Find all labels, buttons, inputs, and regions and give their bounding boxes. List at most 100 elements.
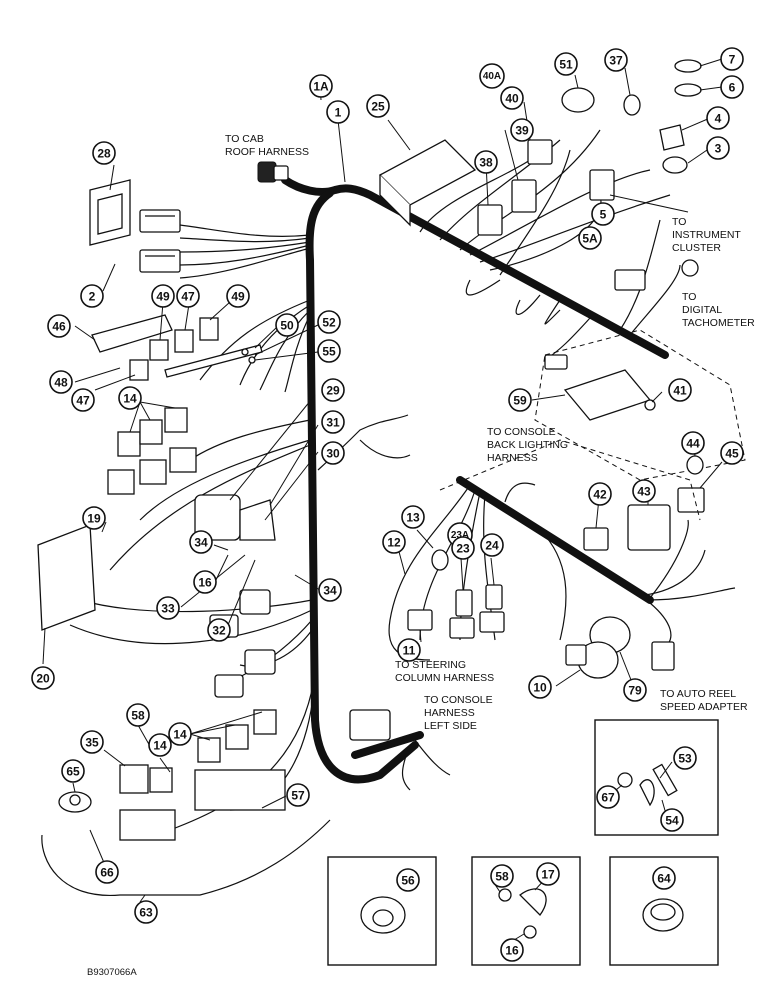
callout-label: 31 <box>326 416 340 430</box>
callout-label: 10 <box>533 681 547 695</box>
callout-50: 50 <box>275 313 299 337</box>
dashed-group-59 <box>534 329 746 481</box>
callout-label: 16 <box>505 944 519 958</box>
svg-text:HARNESS: HARNESS <box>424 707 475 719</box>
callout-66: 66 <box>95 860 119 884</box>
detail-box-53 <box>594 719 719 836</box>
callout-34: 34 <box>189 530 213 554</box>
callout-38: 38 <box>474 150 498 174</box>
callout-label: 41 <box>673 384 687 398</box>
callout-29: 29 <box>321 378 345 402</box>
callout-14: 14 <box>148 733 172 757</box>
solenoid-29 <box>194 494 276 541</box>
callout-13: 13 <box>401 505 425 529</box>
callout-label: 66 <box>100 866 114 880</box>
callout-label: 40A <box>483 71 501 82</box>
callout-label: 14 <box>123 392 137 406</box>
rocker-switches <box>477 139 615 236</box>
callout-65: 65 <box>61 759 85 783</box>
callout-label: 3 <box>715 142 722 156</box>
auto-reel-connector <box>651 641 675 671</box>
svg-text:BACK LIGHTING: BACK LIGHTING <box>487 439 568 451</box>
callout-35: 35 <box>80 730 104 754</box>
callout-47: 47 <box>71 388 95 412</box>
callout-label: 47 <box>76 394 90 408</box>
callout-43: 43 <box>632 479 656 503</box>
callout-63: 63 <box>134 900 158 924</box>
callout-5a: 5A <box>578 226 602 250</box>
callout-label: 79 <box>628 684 642 698</box>
callout-34: 34 <box>318 578 342 602</box>
callout-label: 1 <box>335 106 342 120</box>
callout-14: 14 <box>118 386 142 410</box>
callout-label: 65 <box>66 765 80 779</box>
callout-14: 14 <box>168 722 192 746</box>
callout-label: 40 <box>505 92 519 106</box>
svg-text:TO STEERING: TO STEERING <box>395 659 466 671</box>
callout-label: 7 <box>729 53 736 67</box>
callout-label: 58 <box>495 870 509 884</box>
callout-label: 34 <box>194 536 208 550</box>
callout-label: 25 <box>371 100 385 114</box>
circuit-breaker-bar-46 <box>91 314 173 353</box>
callout-55: 55 <box>317 339 341 363</box>
callout-label: 23 <box>456 542 470 556</box>
svg-text:TO AUTO REEL: TO AUTO REEL <box>660 688 736 700</box>
svg-text:TO: TO <box>672 216 686 228</box>
callout-48: 48 <box>49 370 73 394</box>
callout-4: 4 <box>706 106 730 130</box>
control-module-20 <box>37 524 96 631</box>
label-instrument-cluster: TO INSTRUMENT CLUSTER <box>672 216 741 254</box>
svg-text:ROOF HARNESS: ROOF HARNESS <box>225 146 309 158</box>
callout-label: 63 <box>139 906 153 920</box>
callout-label: 64 <box>657 872 671 886</box>
callout-label: 32 <box>212 624 226 638</box>
callout-label: 17 <box>541 868 555 882</box>
callout-label: 46 <box>52 320 66 334</box>
callout-6: 6 <box>720 75 744 99</box>
callout-label: 30 <box>326 447 340 461</box>
callout-label: 67 <box>601 791 615 805</box>
callout-79: 79 <box>623 678 647 702</box>
callout-label: 44 <box>686 437 700 451</box>
callout-40a: 40A <box>479 63 505 89</box>
callout-label: 23A <box>451 530 469 541</box>
callout-label: 45 <box>725 447 739 461</box>
callout-7: 7 <box>720 47 744 71</box>
callout-3: 3 <box>706 136 730 160</box>
bracket-59 <box>544 354 656 421</box>
callout-label: 37 <box>609 54 623 68</box>
svg-text:INSTRUMENT: INSTRUMENT <box>672 229 741 241</box>
callout-label: 33 <box>161 602 175 616</box>
callout-label: 20 <box>36 672 50 686</box>
callout-label: 43 <box>637 485 651 499</box>
callout-28: 28 <box>92 141 116 165</box>
svg-text:COLUMN HARNESS: COLUMN HARNESS <box>395 672 494 684</box>
console-left-connector <box>349 709 391 741</box>
callout-16: 16 <box>500 938 524 962</box>
svg-text:TACHOMETER: TACHOMETER <box>682 317 755 329</box>
callout-label: 54 <box>665 814 679 828</box>
callout-53: 53 <box>673 746 697 770</box>
callout-label: 24 <box>485 539 499 553</box>
callout-label: 52 <box>322 316 336 330</box>
svg-text:CLUSTER: CLUSTER <box>672 242 721 254</box>
svg-text:HARNESS: HARNESS <box>487 452 538 464</box>
callout-10: 10 <box>528 675 552 699</box>
callout-1: 1 <box>326 100 350 124</box>
svg-text:TO CONSOLE: TO CONSOLE <box>487 426 556 438</box>
callout-5: 5 <box>591 202 615 226</box>
callout-19: 19 <box>82 506 106 530</box>
label-cab-roof: TO CAB ROOF HARNESS <box>225 133 309 158</box>
callout-label: 53 <box>678 752 692 766</box>
main-harness-vertical <box>305 189 419 784</box>
callout-30: 30 <box>321 441 345 465</box>
callout-label: 50 <box>280 319 294 333</box>
callout-49: 49 <box>151 284 175 308</box>
drawing-id: B9307066A <box>87 967 137 978</box>
fuse-block-25 <box>378 139 477 227</box>
label-auto-reel: TO AUTO REEL SPEED ADAPTER <box>660 688 748 713</box>
callout-label: 48 <box>54 376 68 390</box>
callout-label: 6 <box>729 81 736 95</box>
